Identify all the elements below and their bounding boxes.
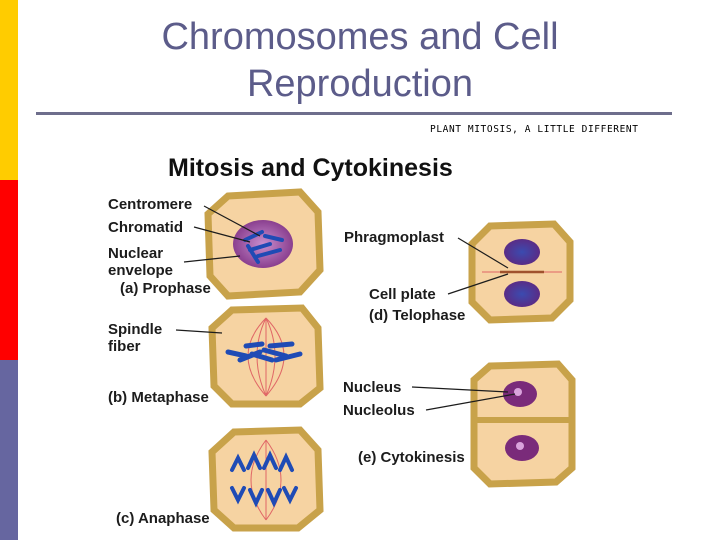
label-spindle-1: Spindle [108,321,162,338]
slide-caption: PLANT MITOSIS, A LITTLE DIFFERENT [430,124,639,135]
label-anaphase: (c) Anaphase [116,510,210,527]
title-divider [36,112,672,115]
slide-title: Chromosomes and Cell Reproduction [60,14,660,108]
label-centromere: Centromere [108,196,192,213]
accent-bar-yellow [0,0,18,180]
label-cytokinesis: (e) Cytokinesis [358,449,465,466]
label-cell-plate: Cell plate [369,286,436,303]
prophase-nucleus [233,220,293,268]
label-nucleolus: Nucleolus [343,402,415,419]
cell-anaphase [208,426,324,532]
label-prophase: (a) Prophase [120,280,211,297]
accent-bar-red [0,180,18,360]
nucleolus-bottom [516,442,524,450]
accent-bar-slate [0,360,18,540]
cell-telophase [468,220,574,324]
nucleolus-top [514,388,522,396]
leader-lines [175,205,516,411]
label-nuclear-envelope-1: Nuclear [108,245,163,262]
label-nuclear-envelope-2: envelope [108,262,173,279]
label-nucleus: Nucleus [343,379,401,396]
slide-title-line2: Reproduction [246,63,474,105]
diagram-title: Mitosis and Cytokinesis [168,154,453,182]
cell-cytokinesis [470,360,576,488]
slide-title-line1: Chromosomes and Cell [161,16,559,58]
metaphase-chromosomes [225,341,303,363]
cell-metaphase [208,304,324,408]
label-spindle-2: fiber [108,338,141,355]
label-telophase: (d) Telophase [369,307,465,324]
prophase-chromatids [243,230,284,264]
anaphase-chromosomes [230,450,298,508]
telophase-nucleus-top [504,239,540,265]
label-metaphase: (b) Metaphase [108,389,209,406]
label-chromatid: Chromatid [108,219,183,236]
telophase-nucleus-bottom [504,281,540,307]
anaphase-spindle [250,439,282,521]
cell-prophase [204,188,324,300]
label-phragmoplast: Phragmoplast [344,229,444,246]
